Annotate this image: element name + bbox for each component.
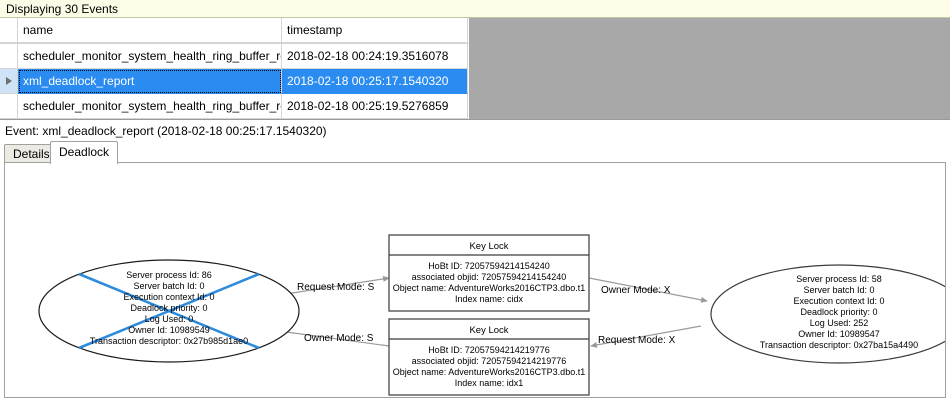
victim-cross-line-2	[78, 272, 260, 350]
row-selector[interactable]	[0, 44, 18, 69]
deadlock-graph-canvas[interactable]: Request Mode: S Owner Mode: X Owner Mode…	[4, 162, 946, 398]
process-right-line-0: Server process Id: 58	[796, 274, 882, 284]
process-right-line-1: Server batch Id: 0	[803, 285, 874, 295]
table-row-selected[interactable]: xml_deadlock_report 2018-02-18 00:25:17.…	[0, 69, 469, 94]
current-row-arrow-icon	[6, 77, 12, 85]
process-left-line-6: Transaction descriptor: 0x27b985d1ae0	[90, 336, 248, 346]
row-selector[interactable]	[0, 94, 18, 119]
tab-deadlock[interactable]: Deadlock	[50, 141, 119, 164]
edge-left-request: Request Mode: S	[272, 275, 390, 297]
cell-event-name[interactable]: scheduler_monitor_system_health_ring_buf…	[18, 94, 282, 119]
column-header-name[interactable]: name	[18, 18, 282, 43]
key-lock-top-title: Key Lock	[469, 241, 508, 252]
key-lock-bottom-title: Key Lock	[469, 325, 508, 336]
cell-event-timestamp[interactable]: 2018-02-18 00:25:19.5276859	[282, 94, 468, 119]
key-lock-bottom-line-0: HoBt ID: 72057594214219776	[428, 345, 550, 355]
key-lock-top-box[interactable]	[388, 234, 590, 312]
process-right-line-3: Deadlock priority: 0	[800, 307, 877, 317]
process-left-line-1: Server batch Id: 0	[133, 281, 204, 291]
process-right-line-6: Transaction descriptor: 0x27ba15a4490	[760, 340, 918, 350]
key-lock-bottom-box[interactable]	[388, 318, 590, 396]
process-left-line-3: Deadlock priority: 0	[130, 303, 207, 313]
deadlock-graph-svg: Request Mode: S Owner Mode: X Owner Mode…	[38, 234, 946, 396]
process-left-line-4: Log Used: 0	[145, 314, 194, 324]
process-left-line-0: Server process Id: 86	[126, 270, 212, 280]
cell-event-name[interactable]: scheduler_monitor_system_health_ring_buf…	[18, 44, 282, 69]
resource-node-key-lock-top[interactable]: Key Lock HoBt ID: 72057594214154240 asso…	[388, 234, 590, 312]
events-count-header: Displaying 30 Events	[0, 0, 950, 18]
process-left-line-5: Owner Id: 10989549	[128, 325, 210, 335]
event-caption: Event: xml_deadlock_report (2018-02-18 0…	[0, 121, 950, 141]
resource-node-key-lock-bottom[interactable]: Key Lock HoBt ID: 72057594214219776 asso…	[388, 318, 590, 396]
events-grid-header-row: name timestamp	[0, 18, 469, 44]
process-right-line-4: Log Used: 252	[810, 318, 869, 328]
tabstrip: Details Deadlock	[0, 141, 950, 164]
key-lock-top-line-2: Object name: AdventureWorks2016CTP3.dbo.…	[393, 283, 585, 293]
key-lock-top-line-0: HoBt ID: 72057594214154240	[428, 261, 550, 271]
key-lock-top-line-1: associated objid: 72057594214154240	[412, 272, 567, 282]
events-panel: Displaying 30 Events name timestamp sche…	[0, 0, 950, 120]
process-ellipse-right[interactable]	[710, 264, 946, 364]
table-row[interactable]: scheduler_monitor_system_health_ring_buf…	[0, 44, 469, 69]
key-lock-bottom-line-3: Index name: idx1	[455, 378, 524, 388]
key-lock-bottom-line-2: Object name: AdventureWorks2016CTP3.dbo.…	[393, 367, 585, 377]
edge-label-left-owner: Owner Mode: S	[304, 333, 374, 344]
process-node-right[interactable]: Server process Id: 58 Server batch Id: 0…	[710, 264, 946, 364]
header-gutter-cell	[0, 18, 18, 43]
cell-event-timestamp[interactable]: 2018-02-18 00:24:19.3516078	[282, 44, 468, 69]
cell-event-name[interactable]: xml_deadlock_report	[18, 69, 282, 94]
cell-event-timestamp[interactable]: 2018-02-18 00:25:17.1540320	[282, 69, 468, 94]
edge-right-request: Request Mode: X	[590, 325, 702, 348]
process-right-line-2: Execution context Id: 0	[793, 296, 884, 306]
process-node-left[interactable]: Server process Id: 86 Server batch Id: 0…	[38, 259, 300, 363]
edge-label-right-owner: Owner Mode: X	[601, 285, 671, 296]
key-lock-bottom-line-1: associated objid: 72057594214219776	[412, 356, 567, 366]
table-row[interactable]: scheduler_monitor_system_health_ring_buf…	[0, 94, 469, 119]
process-right-line-5: Owner Id: 10989547	[798, 329, 880, 339]
edge-label-right-request: Request Mode: X	[598, 335, 676, 346]
events-grid-rows: name timestamp scheduler_monitor_system_…	[0, 18, 469, 119]
events-grid[interactable]: name timestamp scheduler_monitor_system_…	[0, 18, 950, 120]
edge-right-owner: Owner Mode: X	[588, 277, 708, 303]
process-left-line-2: Execution context Id: 0	[123, 292, 214, 302]
edge-label-left-request: Request Mode: S	[297, 282, 375, 293]
column-header-timestamp[interactable]: timestamp	[282, 18, 468, 43]
edge-left-owner: Owner Mode: S	[278, 328, 390, 347]
key-lock-top-line-3: Index name: cidx	[455, 294, 524, 304]
row-selector[interactable]	[0, 69, 18, 94]
